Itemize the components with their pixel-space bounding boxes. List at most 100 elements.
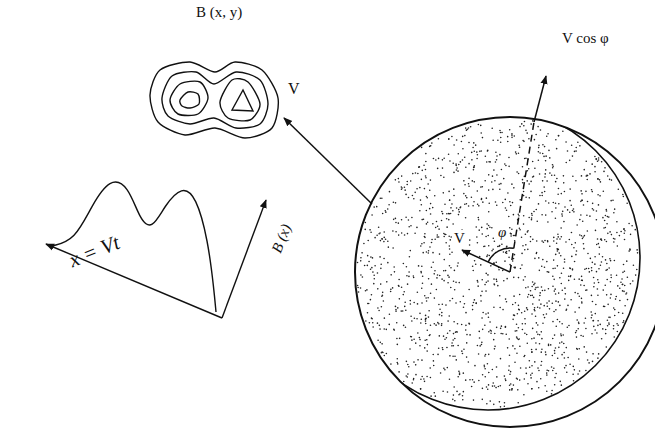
stipple-dot	[603, 171, 605, 173]
stipple-dot	[562, 334, 564, 336]
stipple-dot	[511, 228, 513, 230]
stipple-dot	[379, 256, 381, 258]
stipple-dot	[501, 169, 503, 171]
stipple-dot	[581, 276, 583, 278]
stipple-dot	[597, 294, 599, 296]
stipple-dot	[426, 350, 428, 352]
stipple-dot	[559, 277, 561, 279]
stipple-dot	[393, 266, 395, 268]
stipple-dot	[596, 244, 598, 246]
stipple-dot	[455, 165, 457, 167]
stipple-dot	[456, 391, 458, 393]
stipple-dot	[589, 215, 591, 217]
stipple-dot	[469, 239, 471, 241]
stipple-dot	[532, 303, 534, 305]
stipple-dot	[545, 200, 547, 202]
stipple-dot	[493, 283, 495, 285]
stipple-dot	[534, 258, 536, 260]
stipple-dot	[516, 352, 518, 354]
stipple-dot	[563, 267, 565, 269]
stipple-dot	[481, 344, 483, 346]
stipple-dot	[622, 312, 624, 314]
stipple-dot	[426, 196, 428, 198]
stipple-dot	[430, 395, 432, 397]
stipple-dot	[520, 367, 522, 369]
stipple-dot	[602, 328, 604, 330]
stipple-dot	[409, 300, 411, 302]
stipple-dot	[539, 270, 541, 272]
stipple-dot	[545, 155, 547, 157]
stipple-dot	[609, 179, 611, 181]
stipple-dot	[531, 349, 533, 351]
stipple-dot	[446, 218, 448, 220]
stipple-dot	[587, 359, 589, 361]
stipple-dot	[408, 276, 410, 278]
stipple-dot	[539, 307, 541, 309]
stipple-dot	[487, 254, 489, 256]
stipple-dot	[607, 304, 609, 306]
stipple-dot	[412, 195, 414, 197]
stipple-dot	[582, 335, 584, 337]
stipple-dot	[632, 280, 634, 282]
stipple-dot	[553, 311, 555, 313]
stipple-dot	[574, 278, 576, 280]
stipple-dot	[552, 370, 554, 372]
stipple-dot	[548, 202, 550, 204]
stipple-dot	[593, 282, 595, 284]
stipple-dot	[471, 159, 473, 161]
stipple-dot	[582, 236, 584, 238]
stipple-dot	[565, 241, 567, 243]
stipple-dot	[513, 277, 515, 279]
stipple-dot	[526, 334, 528, 336]
stipple-dot	[606, 223, 608, 225]
stipple-dot	[586, 268, 588, 270]
stipple-dot	[465, 312, 467, 314]
stipple-dot	[509, 373, 511, 375]
stipple-dot	[558, 135, 560, 137]
stipple-dot	[468, 178, 470, 180]
stipple-dot	[425, 297, 427, 299]
stipple-dot	[522, 245, 524, 247]
stipple-dot	[507, 192, 509, 194]
stipple-dot	[517, 389, 519, 391]
stipple-dot	[452, 399, 454, 401]
stipple-dot	[465, 166, 467, 168]
stipple-dot	[513, 314, 515, 316]
stipple-dot	[564, 191, 566, 193]
stipple-dot	[565, 347, 567, 349]
stipple-dot	[570, 204, 572, 206]
stipple-dot	[540, 378, 542, 380]
stipple-dot	[476, 236, 478, 238]
stipple-dot	[597, 238, 599, 240]
stipple-dot	[424, 237, 426, 239]
stipple-dot	[419, 313, 421, 315]
stipple-dot	[595, 304, 597, 306]
stipple-dot	[567, 305, 569, 307]
stipple-dot	[589, 271, 591, 273]
stipple-dot	[485, 155, 487, 157]
stipple-dot	[578, 358, 580, 360]
stipple-dot	[436, 234, 438, 236]
stipple-dot	[552, 285, 554, 287]
stipple-dot	[553, 368, 555, 370]
symbol-label: V	[288, 80, 300, 98]
stipple-dot	[513, 187, 515, 189]
stipple-dot	[540, 364, 542, 366]
stipple-dot	[379, 232, 381, 234]
stipple-dot	[433, 392, 435, 394]
stipple-dot	[473, 181, 475, 183]
stipple-dot	[459, 393, 461, 395]
stipple-dot	[598, 243, 600, 245]
stipple-dot	[448, 139, 450, 141]
stipple-dot	[374, 265, 376, 267]
stipple-dot	[554, 350, 556, 352]
stipple-dot	[371, 267, 373, 269]
stipple-dot	[434, 270, 436, 272]
symbol-label: B (x)	[268, 222, 294, 256]
stipple-dot	[569, 364, 571, 366]
stipple-dot	[534, 361, 536, 363]
stipple-dot	[491, 127, 493, 129]
stipple-dot	[495, 151, 497, 153]
stipple-dot	[524, 355, 526, 357]
stipple-dot	[372, 322, 374, 324]
